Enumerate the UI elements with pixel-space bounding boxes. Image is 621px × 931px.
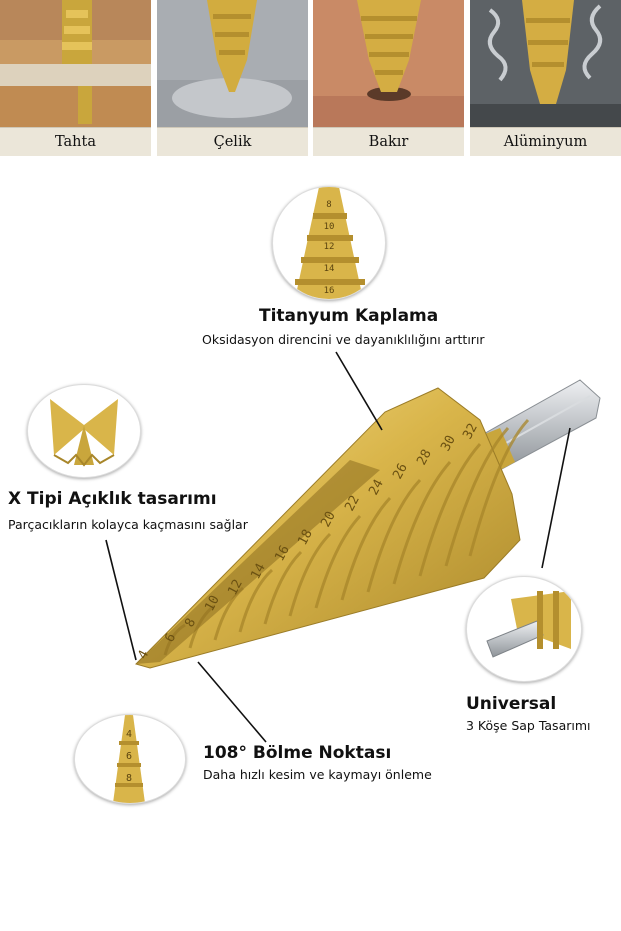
point-title: 108° Bölme Noktası [203, 743, 392, 763]
point-mark: 4 [126, 729, 132, 740]
material-label: Alüminyum [470, 127, 621, 156]
size-mark: 22 [342, 493, 363, 514]
copper-photo [313, 0, 464, 128]
drill-cone [135, 387, 530, 669]
coating-mark: 12 [324, 242, 335, 252]
material-label: Bakır [313, 127, 464, 156]
size-mark: 20 [318, 509, 339, 530]
coating-detail-circle: 8 10 12 14 16 [272, 186, 386, 300]
hex-shank [479, 379, 601, 471]
size-mark: 24 [366, 477, 387, 498]
point-mark: 8 [126, 773, 132, 784]
xtype-description: Parçacıkların kolayca kaçmasını sağlar [8, 517, 248, 532]
steel-photo [157, 0, 308, 128]
callout-line-coating [335, 351, 383, 431]
shank-detail-circle [466, 576, 582, 682]
aluminum-photo [470, 0, 621, 128]
size-mark: 16 [272, 543, 293, 564]
coating-mark: 14 [324, 264, 335, 274]
material-label: Tahta [0, 127, 151, 156]
coating-mark: 10 [324, 222, 335, 232]
universal-title: Universal [466, 694, 557, 714]
material-tile-aluminum: Alüminyum [470, 0, 621, 156]
material-tile-copper: Bakır [313, 0, 464, 156]
coating-closeup: 8 10 12 14 16 [295, 187, 365, 299]
size-mark: 10 [202, 593, 223, 614]
callout-line-point [197, 661, 267, 743]
xtype-detail-circle [27, 384, 141, 478]
material-label: Çelik [157, 127, 308, 156]
callout-lines [105, 351, 571, 743]
callout-line-shank [541, 427, 571, 569]
size-mark: 14 [248, 561, 269, 582]
point-mark: 6 [126, 751, 132, 762]
size-mark: 12 [225, 577, 246, 598]
xtype-title: X Tipi Açıklık tasarımı [8, 489, 217, 509]
callout-line-xtype [105, 539, 137, 661]
point-description: Daha hızlı kesim ve kaymayı önleme [203, 767, 432, 782]
coating-mark: 16 [324, 286, 335, 296]
size-mark: 18 [295, 527, 316, 548]
point-closeup: 4 6 8 [113, 715, 145, 803]
size-mark: 26 [390, 461, 411, 482]
universal-description: 3 Köşe Sap Tasarımı [466, 718, 591, 733]
material-tile-steel: Çelik [157, 0, 308, 156]
point-detail-circle: 4 6 8 [74, 714, 186, 804]
wood-photo [0, 0, 151, 128]
material-tile-wood: Tahta [0, 0, 151, 156]
size-mark: 32 [460, 421, 481, 442]
coating-mark: 8 [326, 200, 331, 210]
drill-size-marks: 4 6 8 10 12 14 16 18 20 22 24 26 28 30 3… [135, 421, 481, 662]
size-mark: 30 [438, 433, 459, 454]
shank-closeup [486, 591, 571, 658]
coating-title: Titanyum Kaplama [259, 306, 439, 326]
coating-description: Oksidasyon direncini ve dayanıklılığını … [202, 332, 485, 347]
xtype-closeup [50, 399, 118, 467]
size-mark: 28 [414, 447, 435, 468]
